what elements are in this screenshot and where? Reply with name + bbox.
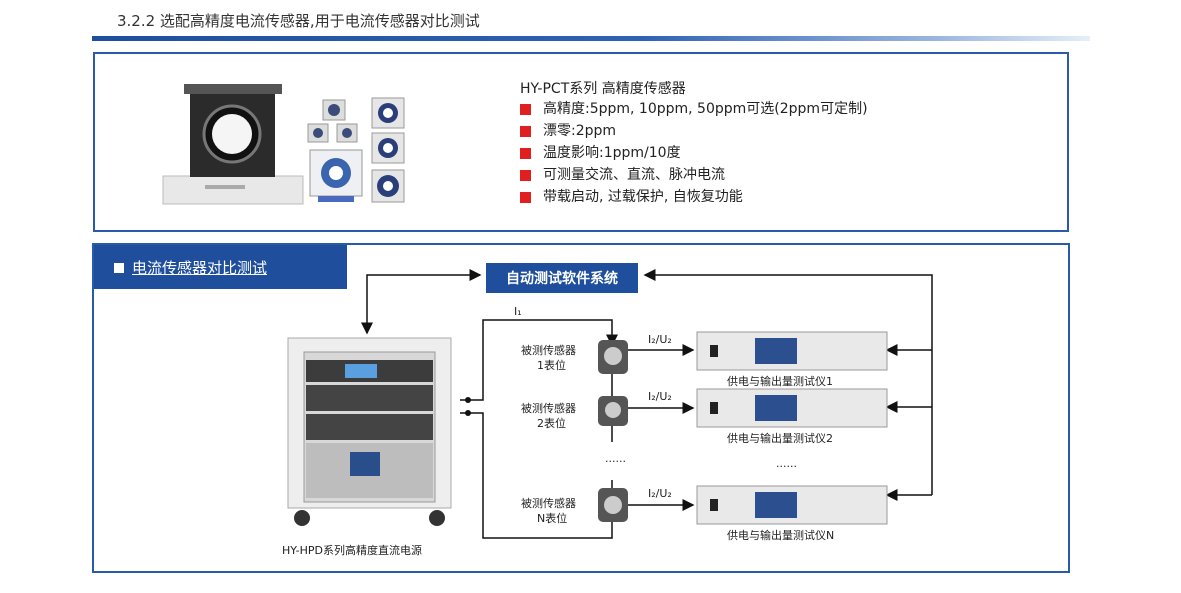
power-supply-image [287,337,452,526]
bullet-square-icon [520,125,531,137]
sensor-2-position: 2表位 [537,417,566,430]
product-title: HY-PCT系列 高精度传感器 [520,81,686,97]
sensor-n-label: 被测传感器 [521,497,576,510]
sensor-ellipsis: ...... [605,452,626,465]
link-power-software [361,269,482,335]
feature-item: 带载启动, 过载保护, 自恢复功能 [520,186,868,208]
bullet-square-icon [520,147,531,159]
software-system-box: 自动测试软件系统 [486,263,638,293]
feature-item: 温度影响:1ppm/10度 [520,142,868,164]
signal-label-n: I₂/U₂ [648,487,672,500]
product-box [93,52,1069,232]
terminal-positive-icon [465,397,471,403]
feature-item: 高精度:5ppm, 10ppm, 50ppm可选(2ppm可定制) [520,98,868,120]
small-sensors-image [307,97,405,203]
clamp-sensor-2-image [598,396,628,426]
current-loop-out [460,319,618,401]
power-supply-label: HY-HPD系列高精度直流电源 [282,544,423,557]
meter-1-image [696,331,888,371]
current-loop-return [460,412,613,539]
feature-item: 可测量交流、直流、脉冲电流 [520,164,868,186]
terminal-negative-icon [465,410,471,416]
sensor-2-label: 被测传感器 [521,402,576,415]
clamp-sensor-1-image [598,340,628,374]
large-sensor-image [162,84,304,205]
meter-2-label: 供电与输出量测试仪2 [727,432,833,445]
meter-1-label: 供电与输出量测试仪1 [727,375,833,388]
meter-ellipsis: ...... [776,457,797,470]
meter-n-label: 供电与输出量测试仪N [727,529,835,542]
tab-square-icon [114,262,124,273]
section-title-underline [92,36,1090,41]
signal-label-1: I₂/U₂ [648,333,672,346]
bullet-square-icon [520,191,531,203]
feature-list: 高精度:5ppm, 10ppm, 50ppm可选(2ppm可定制) 漂零:2pp… [520,98,868,208]
diagram-tab: 电流传感器对比测试 [94,245,347,289]
sensor-1-label: 被测传感器 [521,344,576,357]
meter-n-image [696,485,888,525]
diagram-tab-label: 电流传感器对比测试 [132,259,268,277]
link-meters-software [643,269,933,495]
bullet-square-icon [520,103,531,115]
meter-2-image [696,388,888,428]
feature-item: 漂零:2ppm [520,120,868,142]
bullet-square-icon [520,169,531,181]
diagram-box [92,243,1070,573]
current-i1-label: I₁ [514,305,522,318]
section-title: 3.2.2 选配高精度电流传感器,用于电流传感器对比测试 [117,12,480,30]
clamp-sensor-n-image [598,488,628,522]
signal-label-2: I₂/U₂ [648,390,672,403]
sensor-1-position: 1表位 [537,359,566,372]
sensor-n-position: N表位 [537,512,568,525]
